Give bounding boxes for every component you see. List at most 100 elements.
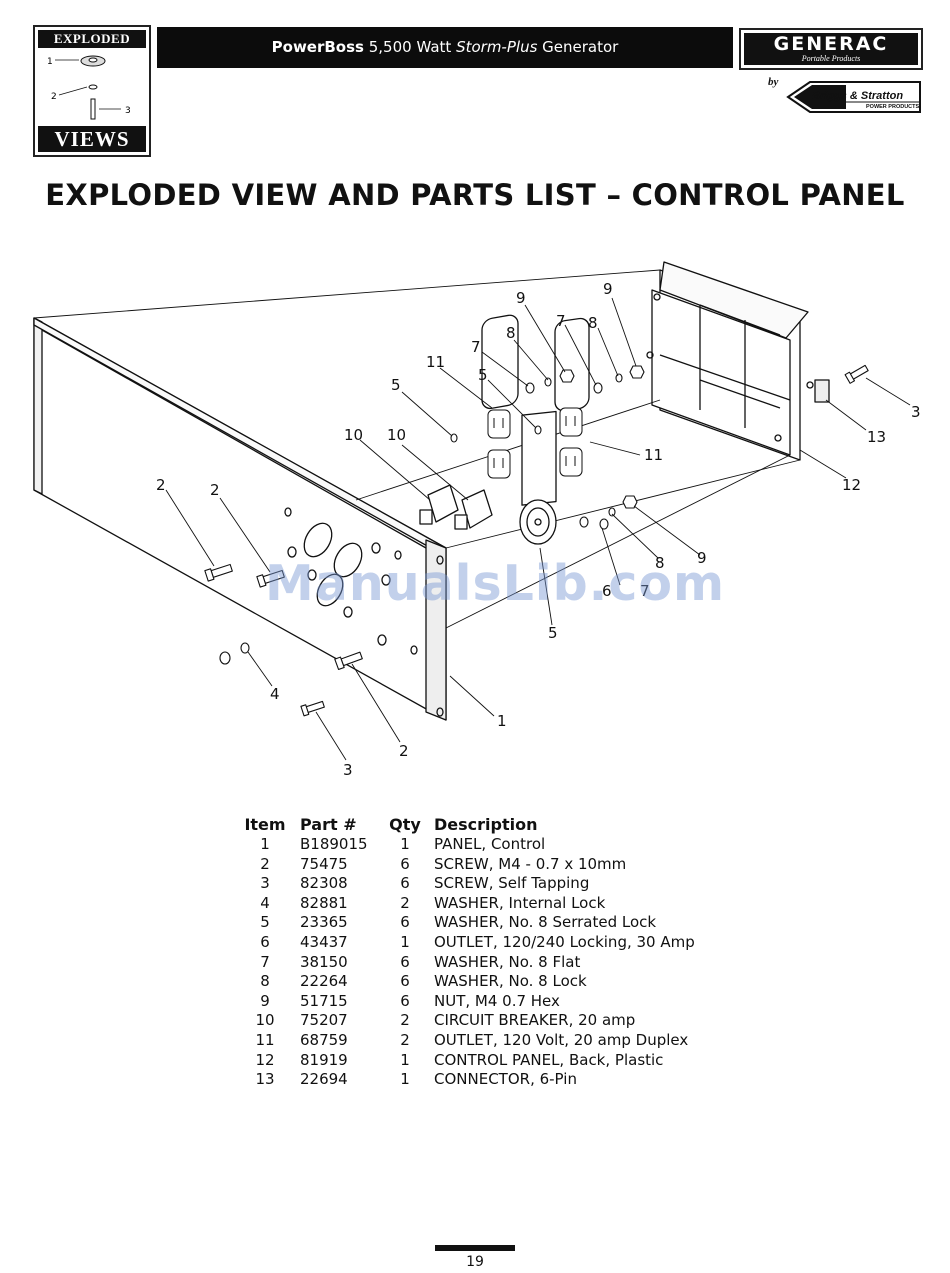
item-number: 10 [255,1011,275,1030]
description: SCREW, M4 - 0.7 x 10mm [434,854,627,873]
quantity: 6 [400,874,410,893]
description: CONTROL PANEL, Back, Plastic [434,1050,664,1069]
callout-7: 7 [556,312,566,330]
quantity: 6 [400,952,410,971]
description: WASHER, No. 8 Lock [434,972,587,991]
description: SCREW, Self Tapping [434,874,590,893]
callout-8: 8 [506,324,516,342]
callout-8: 8 [588,314,598,332]
badge-callout-3: 3 [125,106,131,116]
callout-10: 10 [387,426,406,444]
badge-callout-1: 1 [47,57,53,67]
quantity: 2 [400,1011,410,1030]
part-number: 51715 [300,991,348,1010]
item-number: 9 [260,991,270,1010]
quantity: 6 [400,854,410,873]
part-number: 75207 [300,1011,348,1030]
briggs-stratton-logo [786,81,921,113]
briggs-stratton-sub: POWER PRODUCTS [866,104,920,110]
header-tail: Generator [542,38,619,56]
table-row: 10 75207 2 CIRCUIT BREAKER, 20 amp [236,1011,695,1031]
part-number: 68759 [300,1030,348,1049]
callout-5: 5 [478,366,488,384]
callout-10: 10 [344,426,363,444]
part-number: 43437 [300,932,348,951]
description: WASHER, Internal Lock [434,893,606,912]
generac-logo-sub: Portable Products [801,54,861,63]
description: OUTLET, 120/240 Locking, 30 Amp [434,932,695,951]
callout-2: 2 [210,481,220,499]
description: PANEL, Control [434,835,546,853]
part-number: 22694 [300,1070,348,1089]
item-number: 11 [255,1030,275,1049]
callout-7: 7 [640,582,650,600]
callout-1: 1 [497,712,507,730]
table-row: 9 51715 6 NUT, M4 0.7 Hex [236,992,695,1012]
header-brand: PowerBoss [271,38,364,56]
description: WASHER, No. 8 Serrated Lock [434,913,657,932]
quantity: 1 [400,932,410,951]
watermark: ManualsLib.com [265,555,726,612]
part-number: 22264 [300,972,348,991]
quantity: 1 [400,1070,410,1089]
quantity: 2 [400,893,410,912]
item-number: 3 [260,874,270,893]
callout-3: 3 [911,403,921,421]
item-number: 1 [260,835,270,853]
column-header-item: Item [244,815,286,834]
logo-by-text: by [768,76,779,88]
page-number-bar [435,1245,515,1251]
control-panel-front [33,317,447,721]
description: NUT, M4 0.7 Hex [434,991,560,1010]
generac-logo: GENERAC Portable Products [739,28,923,70]
header-bar: PowerBoss 5,500 Watt Storm-Plus Generato… [157,27,733,68]
part-number: 75475 [300,854,348,873]
duplex-outlet-left [481,314,519,410]
callout-2: 2 [156,476,166,494]
description: WASHER, No. 8 Flat [434,952,581,971]
part-number: B189015 [300,835,368,853]
badge-mini-diagram: 1 2 3 [47,55,131,120]
control-panel-back-box [646,261,830,461]
page-title: EXPLODED VIEW AND PARTS LIST – CONTROL P… [45,178,905,212]
item-number: 13 [255,1070,275,1089]
part-number: 82308 [300,874,348,893]
quantity: 6 [400,991,410,1010]
part-number: 82881 [300,893,348,912]
table-row: 2 75475 6 SCREW, M4 - 0.7 x 10mm [236,855,695,875]
callout-7: 7 [471,338,481,356]
callout-12: 12 [842,476,861,494]
generac-logo-text: GENERAC [773,33,889,55]
item-number: 8 [260,972,270,991]
callout-9: 9 [697,549,707,567]
callout-9: 9 [516,289,526,307]
callout-5: 5 [391,376,401,394]
badge-top-label: EXPLODED [38,30,146,48]
table-header-row: Item Part # Qty Description [236,814,695,835]
badge-bottom-label: VIEWS [38,126,146,152]
circuit-breaker-right [454,489,493,530]
table-row: 8 22264 6 WASHER, No. 8 Lock [236,972,695,992]
header-model: Storm-Plus [456,38,538,56]
callout-5: 5 [548,624,558,642]
item-number: 2 [260,854,270,873]
callout-11: 11 [426,353,445,371]
quantity: 1 [400,1050,410,1069]
parts-list-body: 1 B189015 1 PANEL, Control 2 75475 6 SCREW, M4 … [236,835,695,1090]
exploded-views-badge: EXPLODED 1 2 3 VIEWS [33,25,151,157]
callout-6: 6 [602,582,612,600]
briggs-stratton-name: Briggs & Stratton [812,90,904,102]
description: CIRCUIT BREAKER, 20 amp [434,1011,636,1030]
callout-13: 13 [867,428,886,446]
locking-outlet-30amp [519,410,557,545]
parts-list-table: Item Part # Qty Description 1 B189015 1 PAN… [236,814,695,1090]
part-number: 81919 [300,1050,348,1069]
quantity: 2 [400,1030,410,1049]
quantity: 6 [400,972,410,991]
